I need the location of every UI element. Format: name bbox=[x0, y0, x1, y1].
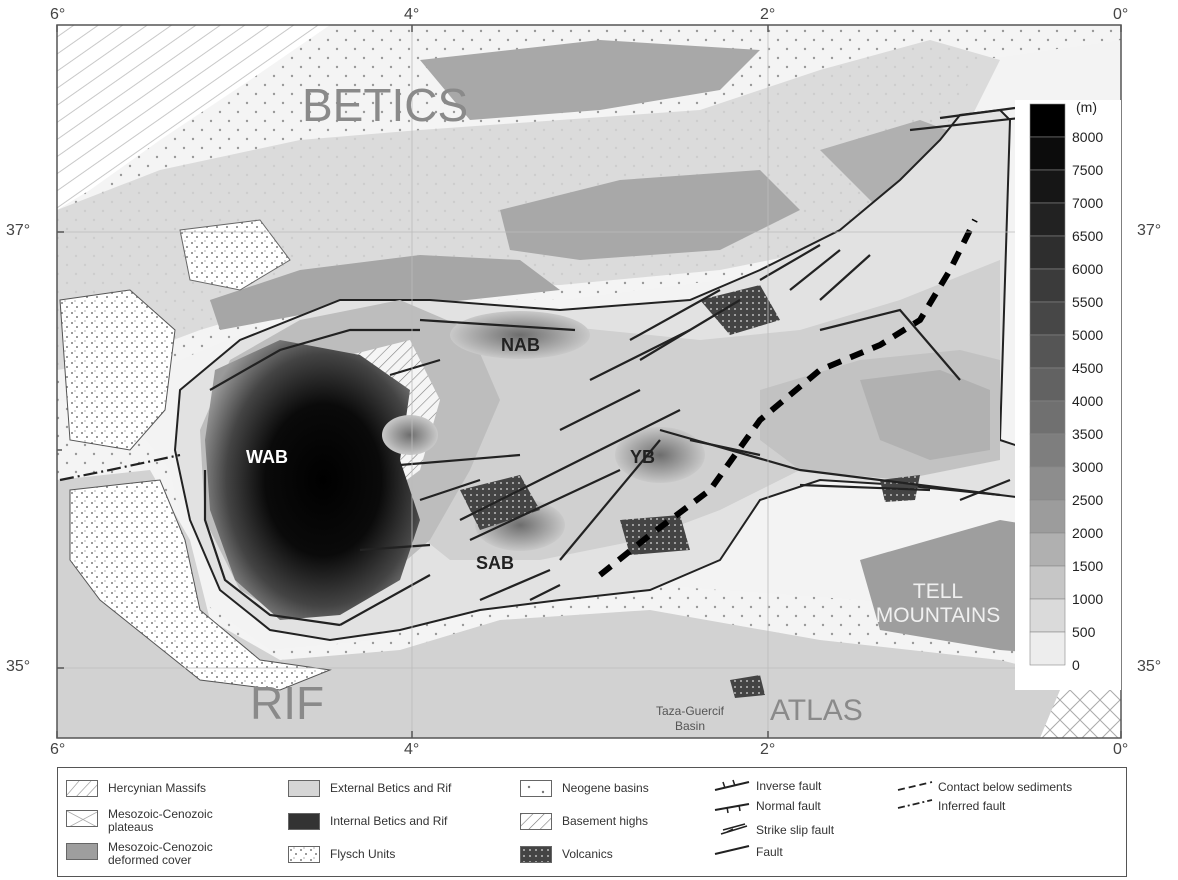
wab-depocenter bbox=[205, 340, 420, 620]
inferred-fault bbox=[59, 453, 181, 482]
neogene-swatch bbox=[520, 780, 552, 797]
depth-500: 500 bbox=[1072, 624, 1096, 640]
depth-2500: 2500 bbox=[1072, 492, 1104, 508]
basin-sab: SAB bbox=[476, 553, 515, 573]
betics-deformed-3 bbox=[210, 255, 560, 330]
flysch-west bbox=[59, 289, 176, 451]
depth-6000: 6000 bbox=[1072, 261, 1104, 277]
map-legend: Hercynian Massifs Mesozoic-Cenozoic plat… bbox=[57, 767, 1127, 877]
lon-label-2: 2° bbox=[760, 6, 776, 23]
contact-symbols bbox=[897, 781, 933, 809]
lon-label-6-bottom: 6° bbox=[50, 741, 66, 758]
lon-label-2-bottom: 2° bbox=[760, 741, 776, 758]
basin-yb: YB bbox=[630, 447, 656, 467]
graticule bbox=[57, 25, 1121, 738]
region-betics: BETICS bbox=[302, 79, 469, 131]
legend-strike-slip: Strike slip fault bbox=[756, 823, 835, 837]
region-tell-mountains: TELL MOUNTAINS bbox=[875, 580, 1001, 627]
legend-external: External Betics and Rif bbox=[330, 781, 452, 795]
betics-deformed-1 bbox=[420, 40, 760, 120]
depth-unit: (m) bbox=[1076, 99, 1097, 115]
depth-4500: 4500 bbox=[1072, 360, 1104, 376]
nab-depocenter bbox=[450, 311, 590, 359]
legend-mesozoic-deformed: Mesozoic-Cenozoic deformed cover bbox=[108, 840, 213, 867]
volcanics-5 bbox=[730, 675, 765, 698]
deformed-swatch bbox=[66, 843, 98, 860]
basement-swatch bbox=[520, 813, 552, 830]
depth-3000: 3000 bbox=[1072, 459, 1104, 475]
basin-nab: NAB bbox=[501, 335, 540, 355]
volcanics-3 bbox=[620, 515, 690, 555]
depth-zone-3 bbox=[860, 370, 990, 460]
map-body bbox=[57, 25, 1121, 738]
basin-wab: WAB bbox=[246, 447, 288, 467]
legend-mesozoic-plateaus: Mesozoic-Cenozoic plateaus bbox=[108, 807, 213, 834]
betics-deformed-2 bbox=[500, 170, 800, 260]
depth-8000: 8000 bbox=[1072, 129, 1104, 145]
legend-contact: Contact below sediments bbox=[938, 780, 1073, 794]
internal-swatch bbox=[288, 813, 320, 830]
legend-basement: Basement highs bbox=[562, 814, 649, 828]
external-swatch bbox=[288, 780, 320, 797]
flysch-swatch bbox=[288, 846, 320, 863]
thrust-front-south bbox=[203, 470, 341, 627]
volcanics-1 bbox=[700, 285, 780, 335]
depth-3500: 3500 bbox=[1072, 426, 1104, 442]
yb-depocenter bbox=[615, 427, 705, 483]
legend-normal-fault: Normal fault bbox=[756, 799, 821, 813]
lat-label-35-left: 35° bbox=[6, 658, 31, 675]
legend-inverse-fault: Inverse fault bbox=[756, 779, 822, 793]
depth-5000: 5000 bbox=[1072, 327, 1104, 343]
lon-label-6: 6° bbox=[50, 6, 66, 23]
lon-label-4-bottom: 4° bbox=[404, 741, 420, 758]
legend-volcanics: Volcanics bbox=[562, 847, 613, 861]
fault-lines bbox=[59, 106, 1021, 626]
depth-5500: 5500 bbox=[1072, 294, 1104, 310]
volcanics-swatch bbox=[520, 846, 552, 863]
flysch-betics bbox=[179, 219, 291, 291]
lon-label-0-bottom: 0° bbox=[1113, 741, 1129, 758]
legend-internal: Internal Betics and Rif bbox=[330, 814, 448, 828]
depth-7500: 7500 bbox=[1072, 162, 1104, 178]
fault-symbols bbox=[714, 779, 750, 855]
legend-hercynian: Hercynian Massifs bbox=[108, 781, 207, 795]
plateaus-swatch bbox=[66, 810, 98, 827]
depth-2000: 2000 bbox=[1072, 525, 1104, 541]
region-atlas: ATLAS bbox=[770, 694, 863, 727]
depth-4000: 4000 bbox=[1072, 393, 1104, 409]
minor-depocenter bbox=[382, 415, 438, 455]
thrust-front-north bbox=[209, 328, 420, 391]
depth-6500: 6500 bbox=[1072, 228, 1104, 244]
lat-label-37-right: 37° bbox=[1137, 222, 1162, 239]
lat-label-35-right: 35° bbox=[1137, 658, 1162, 675]
lat-label-37-left: 37° bbox=[6, 222, 31, 239]
legend-flysch: Flysch Units bbox=[330, 847, 396, 861]
depth-0: 0 bbox=[1072, 657, 1080, 673]
lon-label-4: 4° bbox=[404, 6, 420, 23]
depth-scale-bar bbox=[1029, 103, 1066, 666]
hercynian-massif bbox=[57, 25, 330, 210]
lon-label-0: 0° bbox=[1113, 6, 1129, 23]
region-taza-guercif: Taza-Guercif Basin bbox=[655, 704, 725, 733]
depth-7000: 7000 bbox=[1072, 195, 1104, 211]
legend-fault: Fault bbox=[756, 845, 783, 859]
depth-1000: 1000 bbox=[1072, 591, 1104, 607]
flysch-rif bbox=[69, 479, 332, 691]
depth-1500: 1500 bbox=[1072, 558, 1104, 574]
legend-neogene: Neogene basins bbox=[562, 781, 649, 795]
region-rif: RIF bbox=[250, 677, 325, 729]
legend-inferred: Inferred fault bbox=[938, 799, 1006, 813]
hercynian-swatch bbox=[66, 780, 98, 797]
